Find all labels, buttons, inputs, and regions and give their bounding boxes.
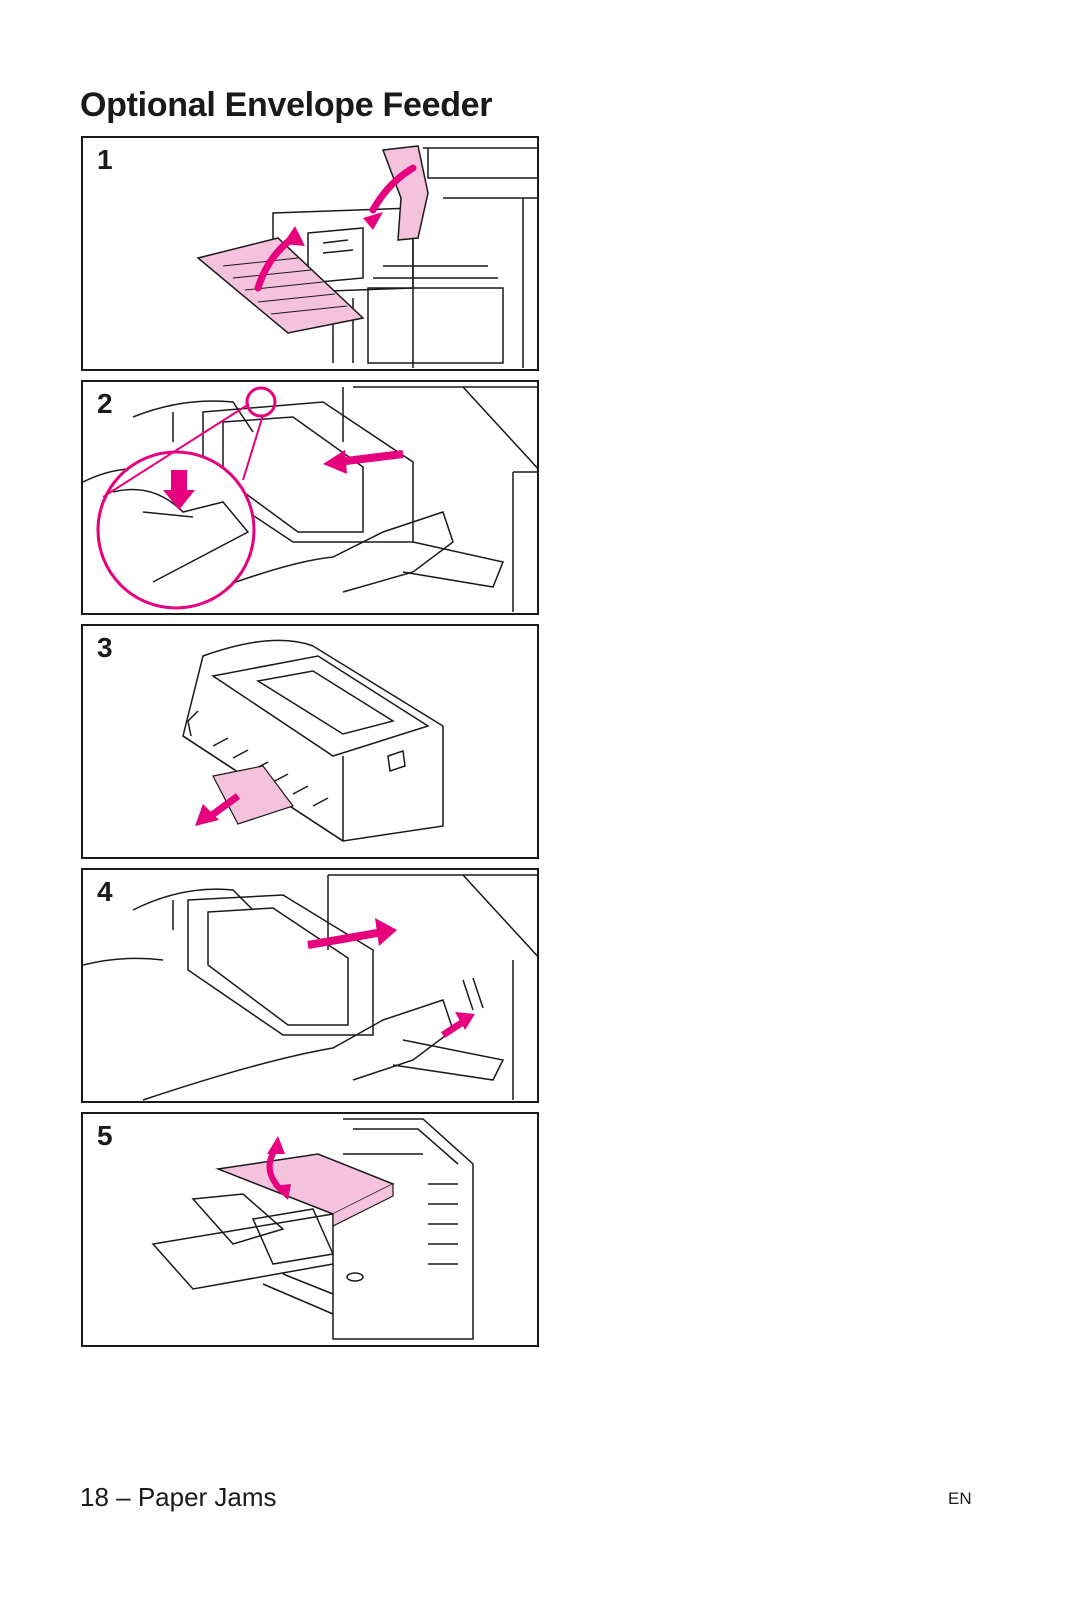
step-4-illustration	[83, 874, 537, 1101]
step-2-panel: 2	[81, 380, 539, 615]
step-number: 5	[97, 1120, 113, 1151]
step-4-panel: 4	[81, 868, 539, 1103]
step-1-illustration	[196, 145, 537, 368]
step-3-panel: 3	[81, 624, 539, 859]
step-number: 2	[97, 388, 113, 419]
step-5-panel: 5	[81, 1112, 539, 1347]
step-3-illustration	[182, 639, 444, 842]
footer-language: EN	[948, 1489, 972, 1508]
step-2-illustration	[83, 386, 537, 612]
step-5-illustration	[151, 1118, 474, 1340]
step-number: 3	[97, 632, 113, 663]
page-title: Optional Envelope Feeder	[80, 86, 493, 124]
step-number: 1	[97, 144, 113, 175]
step-1-panel: 1	[81, 136, 539, 371]
footer-page-label: 18 – Paper Jams	[80, 1482, 277, 1512]
step-number: 4	[97, 876, 113, 907]
